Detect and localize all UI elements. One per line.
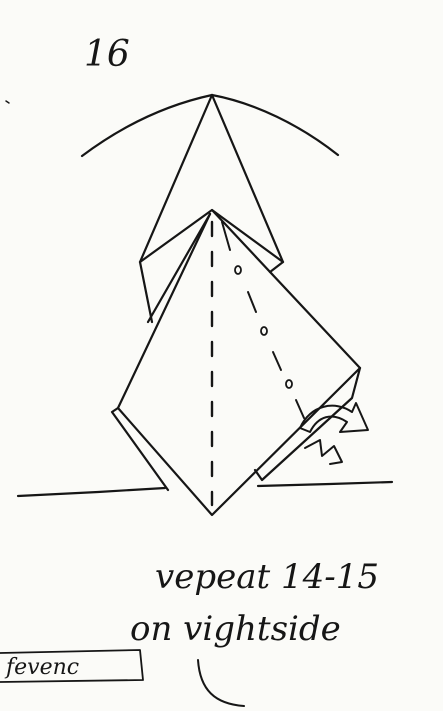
mountain-fold-segment <box>248 292 256 312</box>
step-number: 16 <box>84 34 130 75</box>
caption-line-1: vepeat 14-15 <box>155 557 379 597</box>
caption-underline-hook <box>198 660 244 706</box>
mountain-fold-dot <box>286 380 292 388</box>
mountain-fold-dot <box>261 327 267 335</box>
mountain-fold-dot <box>235 266 241 274</box>
stray-mark <box>6 101 9 103</box>
right-flap-edge <box>212 95 283 272</box>
left-inner-edge <box>148 214 210 322</box>
left-lower-flap <box>112 408 168 490</box>
caption-line-2: on vightside <box>130 609 341 649</box>
left-arc-line <box>82 95 212 156</box>
right-arc-line <box>212 95 338 155</box>
base-line-left <box>18 488 165 496</box>
base-line-right <box>258 482 392 486</box>
fold-arrow-tail <box>305 440 342 464</box>
mountain-fold-segment <box>273 352 281 370</box>
mountain-fold-segment <box>296 400 304 418</box>
reference-tag: fevenc <box>4 655 79 680</box>
